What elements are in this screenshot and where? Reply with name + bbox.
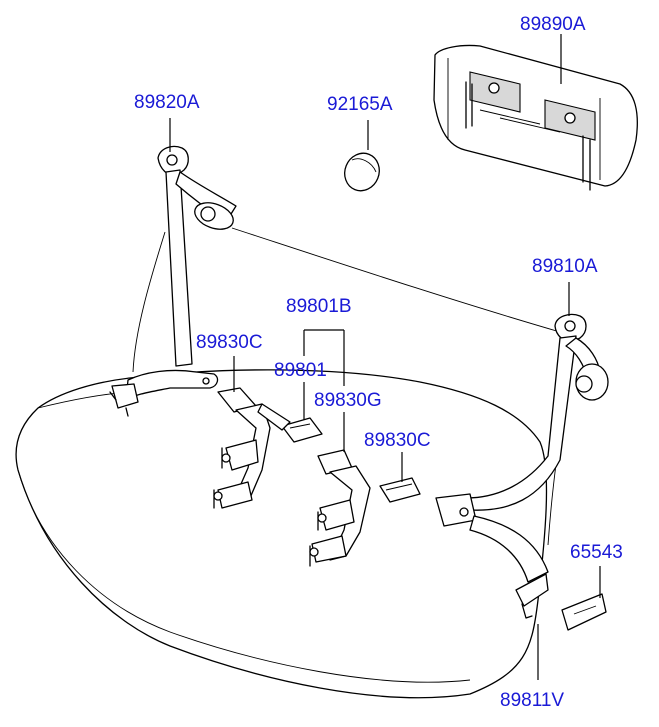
right-buckle-assembly [379, 477, 421, 503]
part-label-65543[interactable]: 65543 [570, 542, 623, 563]
part-label-89810A[interactable]: 89810A [532, 256, 598, 277]
part-label-89890A[interactable]: 89890A [520, 14, 586, 35]
part-label-89830C-left[interactable]: 89830C [196, 332, 263, 353]
part-label-92165A[interactable]: 92165A [327, 94, 393, 115]
left-seat-belt [109, 145, 237, 417]
center-lap-buckle [309, 449, 371, 567]
part-labels: 89890A 92165A 89820A 89810A 89801B 89830… [134, 14, 623, 711]
part-label-89801[interactable]: 89801 [274, 360, 327, 381]
small-bracket [561, 593, 607, 631]
part-label-89811V[interactable]: 89811V [500, 690, 564, 711]
part-label-89830G[interactable]: 89830G [314, 390, 382, 411]
part-label-89820A[interactable]: 89820A [134, 92, 200, 113]
guide-bracket-assembly [433, 44, 638, 191]
part-label-89830C-right[interactable]: 89830C [364, 430, 431, 451]
part-label-89801B[interactable]: 89801B [286, 296, 352, 317]
cap [344, 152, 380, 192]
left-buckle-assembly [213, 387, 271, 509]
center-buckle [257, 403, 323, 443]
leader-lines [169, 34, 601, 680]
right-seat-belt [435, 313, 609, 619]
